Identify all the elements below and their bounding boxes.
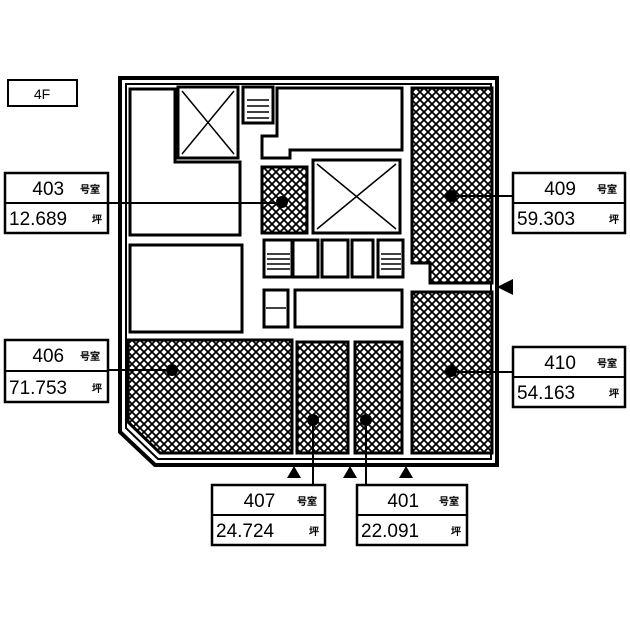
entrance-arrow-icon: [343, 466, 357, 478]
unit-409-area: [410, 86, 494, 285]
area-unit: 坪: [609, 213, 619, 226]
room-suffix: 号室: [80, 183, 100, 196]
unit-markers: [166, 190, 457, 426]
area-value: 12.689: [9, 209, 67, 230]
area-unit: 坪: [609, 387, 619, 400]
row-box-2: [320, 238, 350, 279]
entrance-arrows: [287, 279, 513, 478]
room-number: 403: [32, 179, 64, 200]
unit-406-area: [126, 338, 294, 455]
unit-401-area: [353, 340, 404, 455]
room-number: 407: [244, 491, 276, 512]
room-number: 409: [544, 179, 576, 200]
area-value: 59.303: [517, 209, 575, 230]
elevator-shaft-2: [311, 158, 402, 235]
marker-403: [276, 196, 288, 208]
room-left-middle: [128, 243, 244, 334]
area-unit: 坪: [451, 525, 461, 538]
stair-treads: [247, 99, 401, 309]
room-top-right: [260, 86, 404, 160]
unit-403-area: [260, 165, 309, 235]
entrance-arrow-icon: [287, 466, 301, 478]
stair-top: [241, 85, 275, 125]
room-suffix: 号室: [597, 357, 617, 370]
room-left-top: [128, 87, 242, 237]
area-value: 54.163: [517, 383, 575, 404]
common-rooms: [128, 85, 405, 334]
unit-label-401: 401 号室 22.091 坪: [355, 483, 469, 547]
room-number: 406: [32, 346, 64, 367]
leader-lines: [108, 195, 513, 485]
room-suffix: 号室: [297, 495, 317, 508]
unit-label-409: 409 号室 59.303 坪: [511, 171, 627, 235]
area-value: 71.753: [9, 378, 67, 399]
room-suffix: 号室: [80, 350, 100, 363]
svg-text:4F: 4F: [34, 86, 50, 102]
marker-401: [360, 414, 372, 426]
marker-410: [445, 365, 457, 377]
unit-407-area: [295, 340, 350, 455]
area-unit: 坪: [92, 382, 102, 395]
room-suffix: 号室: [597, 183, 617, 196]
row-box-1: [291, 238, 320, 279]
unit-label-406: 406 号室 71.753 坪: [3, 338, 110, 404]
unit-label-407: 407 号室 24.724 坪: [210, 483, 327, 547]
room-number: 401: [387, 491, 419, 512]
area-unit: 坪: [92, 213, 102, 226]
marker-406: [166, 364, 178, 376]
floor-label: 4F: [7, 79, 78, 107]
entrance-arrow-icon: [399, 466, 413, 478]
area-unit: 坪: [309, 525, 319, 538]
unit-label-410: 410 号室 54.163 坪: [511, 345, 627, 409]
long-room: [293, 288, 404, 329]
marker-409: [445, 190, 457, 202]
marker-407: [307, 414, 319, 426]
unit-label-403: 403 号室 12.689 坪: [3, 171, 110, 235]
area-value: 22.091: [361, 521, 419, 542]
room-suffix: 号室: [439, 495, 459, 508]
row-box-3: [350, 238, 375, 279]
entrance-arrow-icon: [497, 279, 513, 295]
area-value: 24.724: [216, 521, 275, 542]
room-number: 410: [544, 353, 576, 374]
elevator-shaft-1: [176, 85, 240, 160]
